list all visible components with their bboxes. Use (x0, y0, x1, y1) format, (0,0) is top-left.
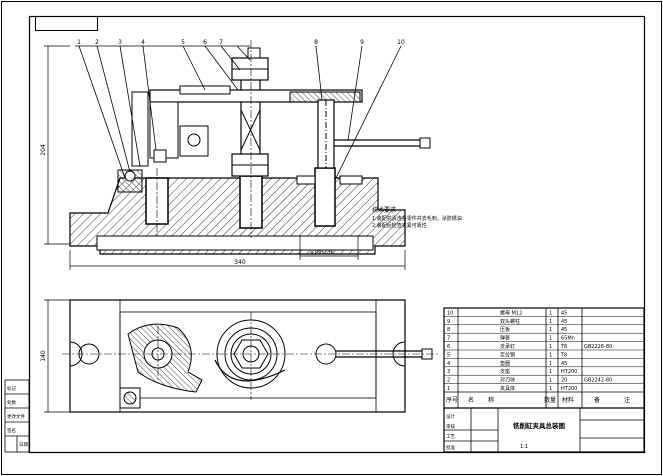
bom-header-qty: 数量 (544, 396, 556, 404)
bom-cell: 支承钉 (500, 343, 515, 350)
bom-header-name-2: 称 (488, 396, 494, 404)
bom-cell: 1 (549, 352, 552, 358)
title-cell-check: 审核 (446, 423, 455, 430)
dim-fit: φ18H7/f6 (310, 250, 333, 256)
bom-cell: 2 (447, 378, 450, 384)
bom-cell: 1 (549, 310, 552, 316)
bom-header-name-1: 名 (468, 396, 474, 404)
bom-cell: 20 (561, 378, 567, 384)
bom-cell: 螺母 M12 (500, 309, 522, 316)
bom-cell: 1 (447, 386, 450, 392)
bom-cell: 弹簧 (500, 335, 510, 342)
balloon-labels: 1 2 3 4 5 6 7 8 9 10 (77, 39, 405, 46)
balloon-6: 6 (203, 39, 207, 46)
bom-cell: 4 (447, 361, 450, 367)
balloon-4: 4 (141, 39, 145, 46)
side-cell-0: 标记 (7, 385, 16, 392)
bom-cell: 双头螺柱 (500, 318, 520, 325)
bom-cell: 5 (447, 352, 450, 358)
bom-cell: GB2242-80 (584, 378, 612, 384)
bom-cell: 45 (561, 327, 567, 333)
bom-cell: 定位销 (500, 351, 515, 358)
bom-cell: HT200 (561, 369, 577, 375)
revision-side-text: 标记 处数 更改文件 签名 日期 (7, 385, 28, 448)
bom-cell: 压板 (500, 326, 510, 333)
front-dimensions (44, 45, 406, 270)
balloon-10: 10 (397, 39, 405, 46)
plan-view (62, 299, 440, 413)
side-cell-2: 更改文件 (7, 413, 25, 420)
notes-line-2: 2.装配后检查夹紧可靠性 (372, 222, 427, 229)
technical-notes: 技术要求 1.装配前清洗各零件并去毛刺，涂防锈油 2.装配后检查夹紧可靠性 (372, 206, 462, 229)
bom-cell: T8 (560, 352, 567, 358)
bom-cell: 夹具体 (500, 385, 515, 392)
bom-cell: 3 (447, 369, 450, 375)
notes-heading: 技术要求 (372, 206, 396, 214)
notes-line-1: 1.装配前清洗各零件并去毛刺，涂防锈油 (372, 215, 462, 222)
bom-header-note-2: 注 (624, 396, 630, 404)
bom-cell: 1 (549, 336, 552, 342)
bom-cell: 45 (561, 361, 567, 367)
side-cell-3: 签名 (7, 427, 16, 434)
bom-table (443, 307, 645, 453)
bom-header-no: 序号 (446, 396, 458, 404)
balloon-1: 1 (77, 39, 81, 46)
bom-cell: GB2226-80 (584, 344, 612, 350)
bom-cell: 垫圈 (500, 360, 510, 367)
revision-side-table (4, 379, 30, 453)
bom-cell: 9 (447, 319, 450, 325)
balloon-5: 5 (181, 39, 185, 46)
bom-cell: 对刀块 (500, 377, 515, 384)
bom-cell: 65Mn (561, 336, 575, 342)
side-cell-4: 日期 (19, 442, 28, 448)
title-cell-design: 设计 (446, 413, 455, 420)
side-cell-1: 处数 (7, 399, 16, 406)
bom-cell: 1 (549, 386, 552, 392)
drawing-scale: 1:1 (520, 444, 528, 450)
balloon-9: 9 (360, 39, 364, 46)
leader-lines (75, 45, 402, 181)
bom-cell: 1 (549, 319, 552, 325)
bom-header: 序号 名 称 数量 材料 备 注 (446, 396, 630, 404)
title-block-cells: 设计 审核 工艺 批准 (446, 413, 455, 451)
bom-cell: 1 (549, 369, 552, 375)
bom-cell: 1 (549, 378, 552, 384)
bom-cell: 1 (549, 361, 552, 367)
bom-header-material: 材料 (562, 396, 574, 404)
bom-cell: 7 (447, 336, 450, 342)
dim-height: 204 (40, 144, 47, 156)
bom-cell: 45 (561, 310, 567, 316)
bom-cell: T8 (560, 344, 567, 350)
drawing-title: 铣削缸夹具总装图 (513, 421, 566, 430)
balloon-2: 2 (95, 39, 99, 46)
title-cell-process: 工艺 (446, 434, 455, 440)
balloon-7: 7 (219, 39, 223, 46)
bom-cell: HT200 (561, 386, 577, 392)
bom-header-note-1: 备 (594, 396, 600, 404)
bom-cell: 1 (549, 327, 552, 333)
title-cell-approve: 批准 (446, 444, 455, 451)
bom-cell: 45 (561, 319, 567, 325)
dim-overall-length: 340 (234, 259, 246, 266)
balloon-8: 8 (314, 39, 318, 46)
bom-cell: 8 (447, 327, 450, 333)
bom-cell: 支座 (500, 368, 510, 375)
bom-cell: 10 (447, 310, 453, 316)
plan-dimensions (44, 299, 70, 413)
bom-cell: 6 (447, 344, 450, 350)
dim-plan-width: 140 (40, 350, 47, 362)
bom-cell: 1 (549, 344, 552, 350)
balloon-3: 3 (118, 39, 122, 46)
